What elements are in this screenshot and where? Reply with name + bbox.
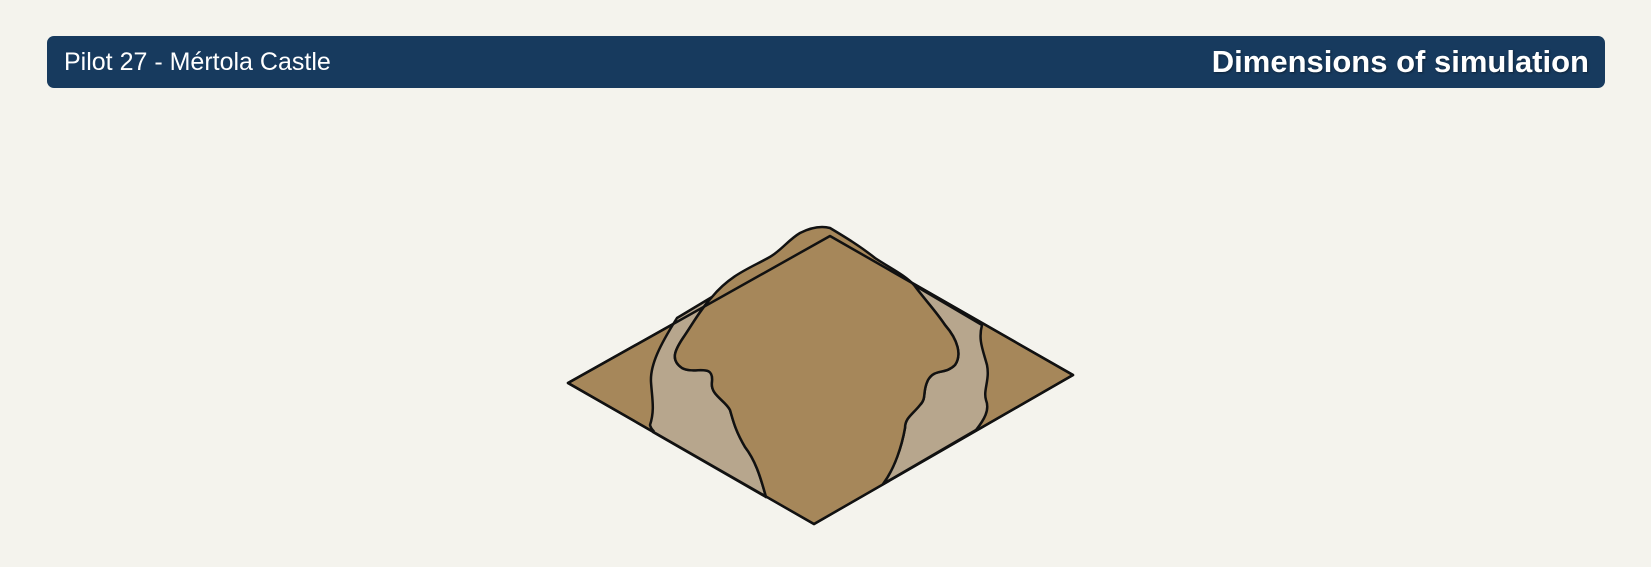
terrain-tile-base bbox=[566, 234, 1075, 526]
header-bar: Pilot 27 - Mértola Castle Dimensions of … bbox=[47, 36, 1605, 88]
left-valley-channel bbox=[648, 295, 768, 499]
terrain-tile-outline bbox=[566, 234, 1075, 526]
section-title: Dimensions of simulation bbox=[1211, 44, 1589, 79]
central-hill-outline bbox=[673, 225, 960, 499]
central-hill bbox=[674, 227, 959, 525]
pilot-title: Pilot 27 - Mértola Castle bbox=[64, 47, 331, 76]
right-valley-channel bbox=[881, 283, 989, 486]
